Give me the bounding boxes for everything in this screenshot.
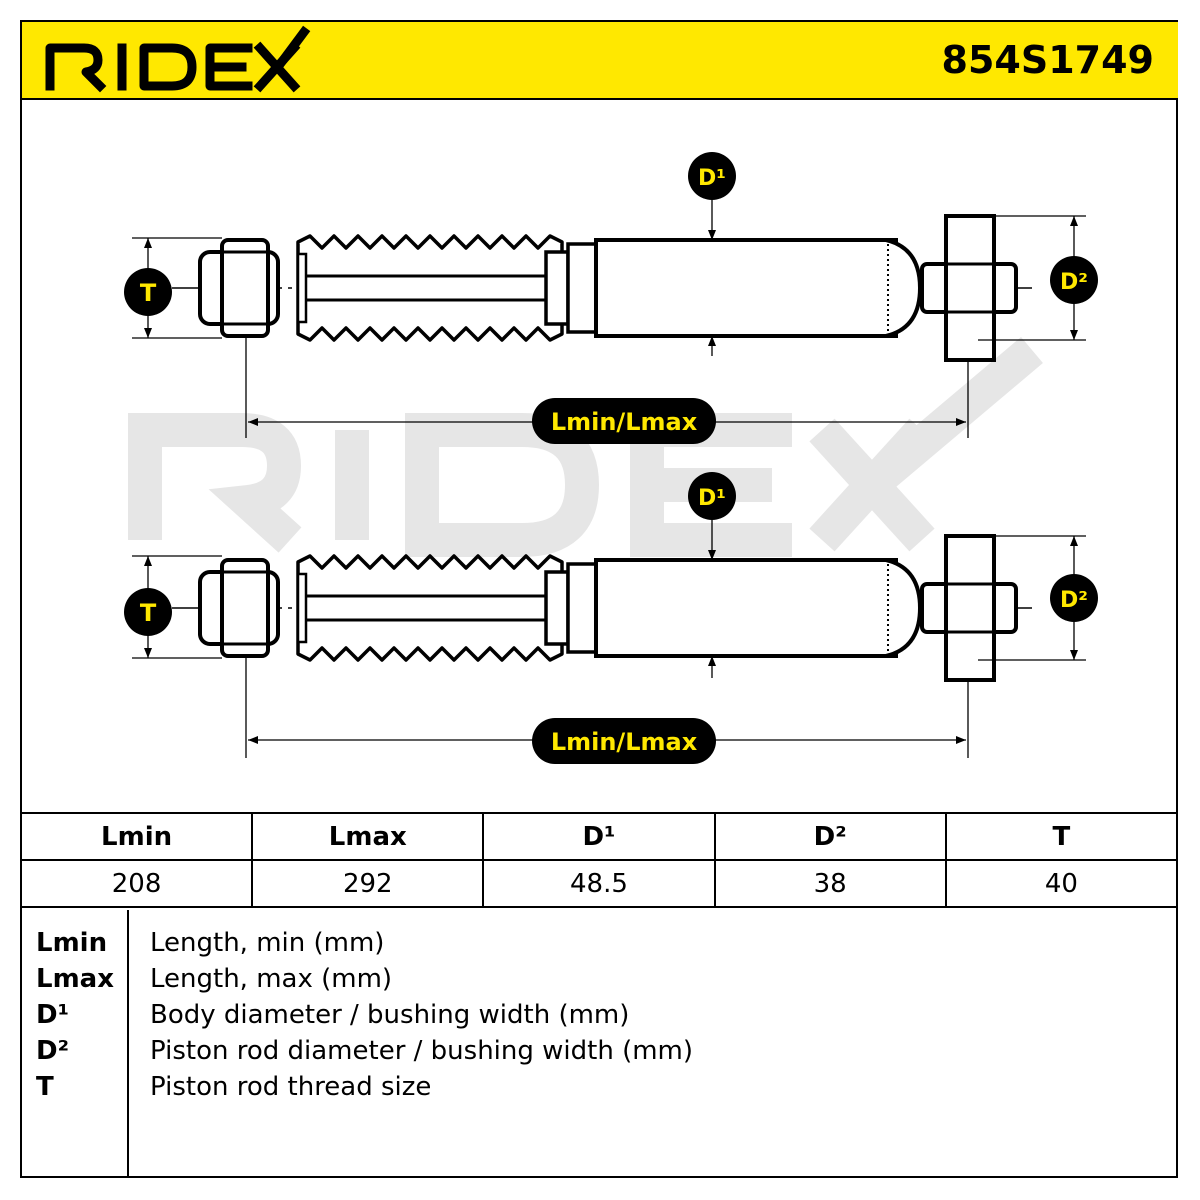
d1-badge-bottom: D¹: [688, 472, 736, 520]
svg-text:T: T: [140, 279, 157, 307]
legend-desc: Length, min (mm): [150, 928, 385, 958]
header-d2: D²: [713, 812, 947, 861]
svg-text:D²: D²: [1060, 588, 1088, 613]
header-bar: 854S1749: [22, 22, 1178, 100]
svg-text:D¹: D¹: [698, 166, 726, 191]
header-t: T: [944, 812, 1179, 861]
value-lmax: 292: [251, 859, 485, 908]
length-badge-top: Lmin/Lmax: [532, 398, 716, 444]
value-d1: 48.5: [482, 859, 716, 908]
part-number: 854S1749: [941, 38, 1154, 82]
legend-desc: Piston rod diameter / bushing width (mm): [150, 1036, 694, 1066]
legend-item: T Piston rod thread size: [22, 1072, 1172, 1108]
legend-item: Lmin Length, min (mm): [22, 928, 1172, 964]
header-lmax: Lmax: [251, 812, 485, 861]
value-t: 40: [944, 859, 1179, 908]
header-d1: D¹: [482, 812, 716, 861]
watermark-logo: [128, 337, 1043, 557]
t-badge-bottom: T: [124, 588, 172, 636]
svg-text:D¹: D¹: [698, 486, 726, 511]
svg-text:T: T: [140, 599, 157, 627]
table-header-row: Lmin Lmax D¹ D² T: [19, 812, 1179, 861]
legend-divider: [127, 910, 129, 1176]
svg-text:Lmin/Lmax: Lmin/Lmax: [551, 728, 698, 756]
legend-desc: Length, max (mm): [150, 964, 393, 994]
legend-key: D¹: [36, 1000, 69, 1030]
legend-key: Lmax: [36, 964, 114, 994]
legend-key: D²: [36, 1036, 69, 1066]
header-lmin: Lmin: [19, 812, 254, 861]
t-badge-top: T: [124, 268, 172, 316]
brand-logo: [45, 25, 311, 93]
legend-item: D² Piston rod diameter / bushing width (…: [22, 1036, 1172, 1072]
value-lmin: 208: [19, 859, 254, 908]
value-d2: 38: [713, 859, 947, 908]
table-row: 208 292 48.5 38 40: [19, 859, 1179, 908]
legend-desc: Body diameter / bushing width (mm): [150, 1000, 630, 1030]
legend-item: D¹ Body diameter / bushing width (mm): [22, 1000, 1172, 1036]
legend-key: Lmin: [36, 928, 108, 958]
d2-badge-top: D²: [1050, 256, 1098, 304]
legend-item: Lmax Length, max (mm): [22, 964, 1172, 1000]
legend-panel: Lmin Length, min (mm) Lmax Length, max (…: [20, 910, 1178, 1178]
legend-desc: Piston rod thread size: [150, 1072, 432, 1102]
shock-absorber-diagram: T D¹ D² Lmin/Lmax T D¹ D² Lmin/Lmax: [124, 152, 1098, 764]
length-badge-bottom: Lmin/Lmax: [532, 718, 716, 764]
dimensions-table: Lmin Lmax D¹ D² T 208 292 48.5 38 40: [19, 812, 1179, 908]
svg-text:D²: D²: [1060, 270, 1088, 295]
d2-badge-bottom: D²: [1050, 574, 1098, 622]
legend-key: T: [36, 1072, 54, 1102]
d1-badge-top: D¹: [688, 152, 736, 200]
svg-text:Lmin/Lmax: Lmin/Lmax: [551, 408, 698, 436]
